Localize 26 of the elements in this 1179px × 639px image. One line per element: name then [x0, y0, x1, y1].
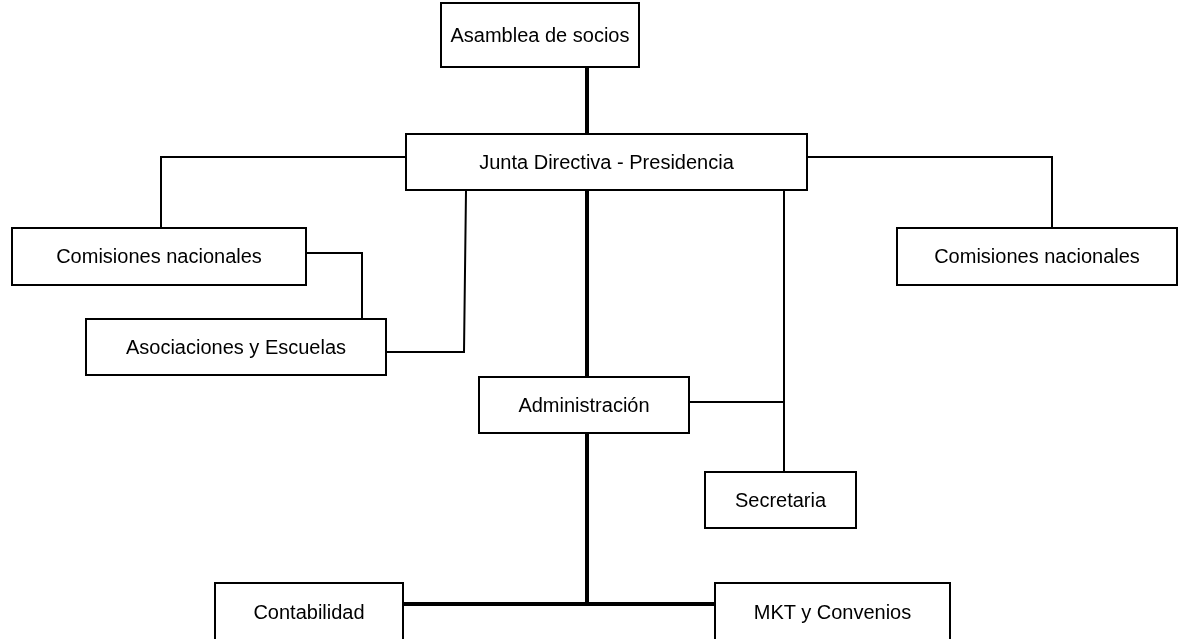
connector-line — [585, 68, 589, 133]
org-box — [440, 2, 640, 68]
box-label: Junta Directiva - Presidencia — [479, 150, 734, 174]
box-label: Comisiones nacionales — [56, 245, 262, 268]
box-label: Administración — [518, 393, 650, 417]
org-box — [704, 471, 857, 529]
box-label: MKT y Convenios — [753, 600, 912, 624]
box-label: Asociaciones y Escuelas — [125, 335, 347, 359]
connector-line — [585, 191, 589, 376]
org-box — [478, 376, 690, 434]
connector-line — [386, 190, 467, 353]
org-box — [11, 227, 307, 286]
org-box — [85, 318, 387, 376]
connector-line — [306, 252, 363, 319]
org-box — [714, 582, 951, 639]
org-box — [896, 227, 1178, 286]
org-box — [405, 133, 808, 191]
box-label: Secretaria — [734, 488, 827, 512]
box-label: Asamblea de socios — [450, 23, 630, 47]
connector-line — [585, 434, 714, 606]
org-box — [214, 582, 404, 639]
box-label: Comisiones nacionales — [934, 245, 1140, 268]
connector-line — [160, 156, 406, 228]
box-label: Contabilidad — [253, 600, 365, 624]
connector-line — [807, 156, 1053, 228]
connector-line — [689, 401, 785, 472]
